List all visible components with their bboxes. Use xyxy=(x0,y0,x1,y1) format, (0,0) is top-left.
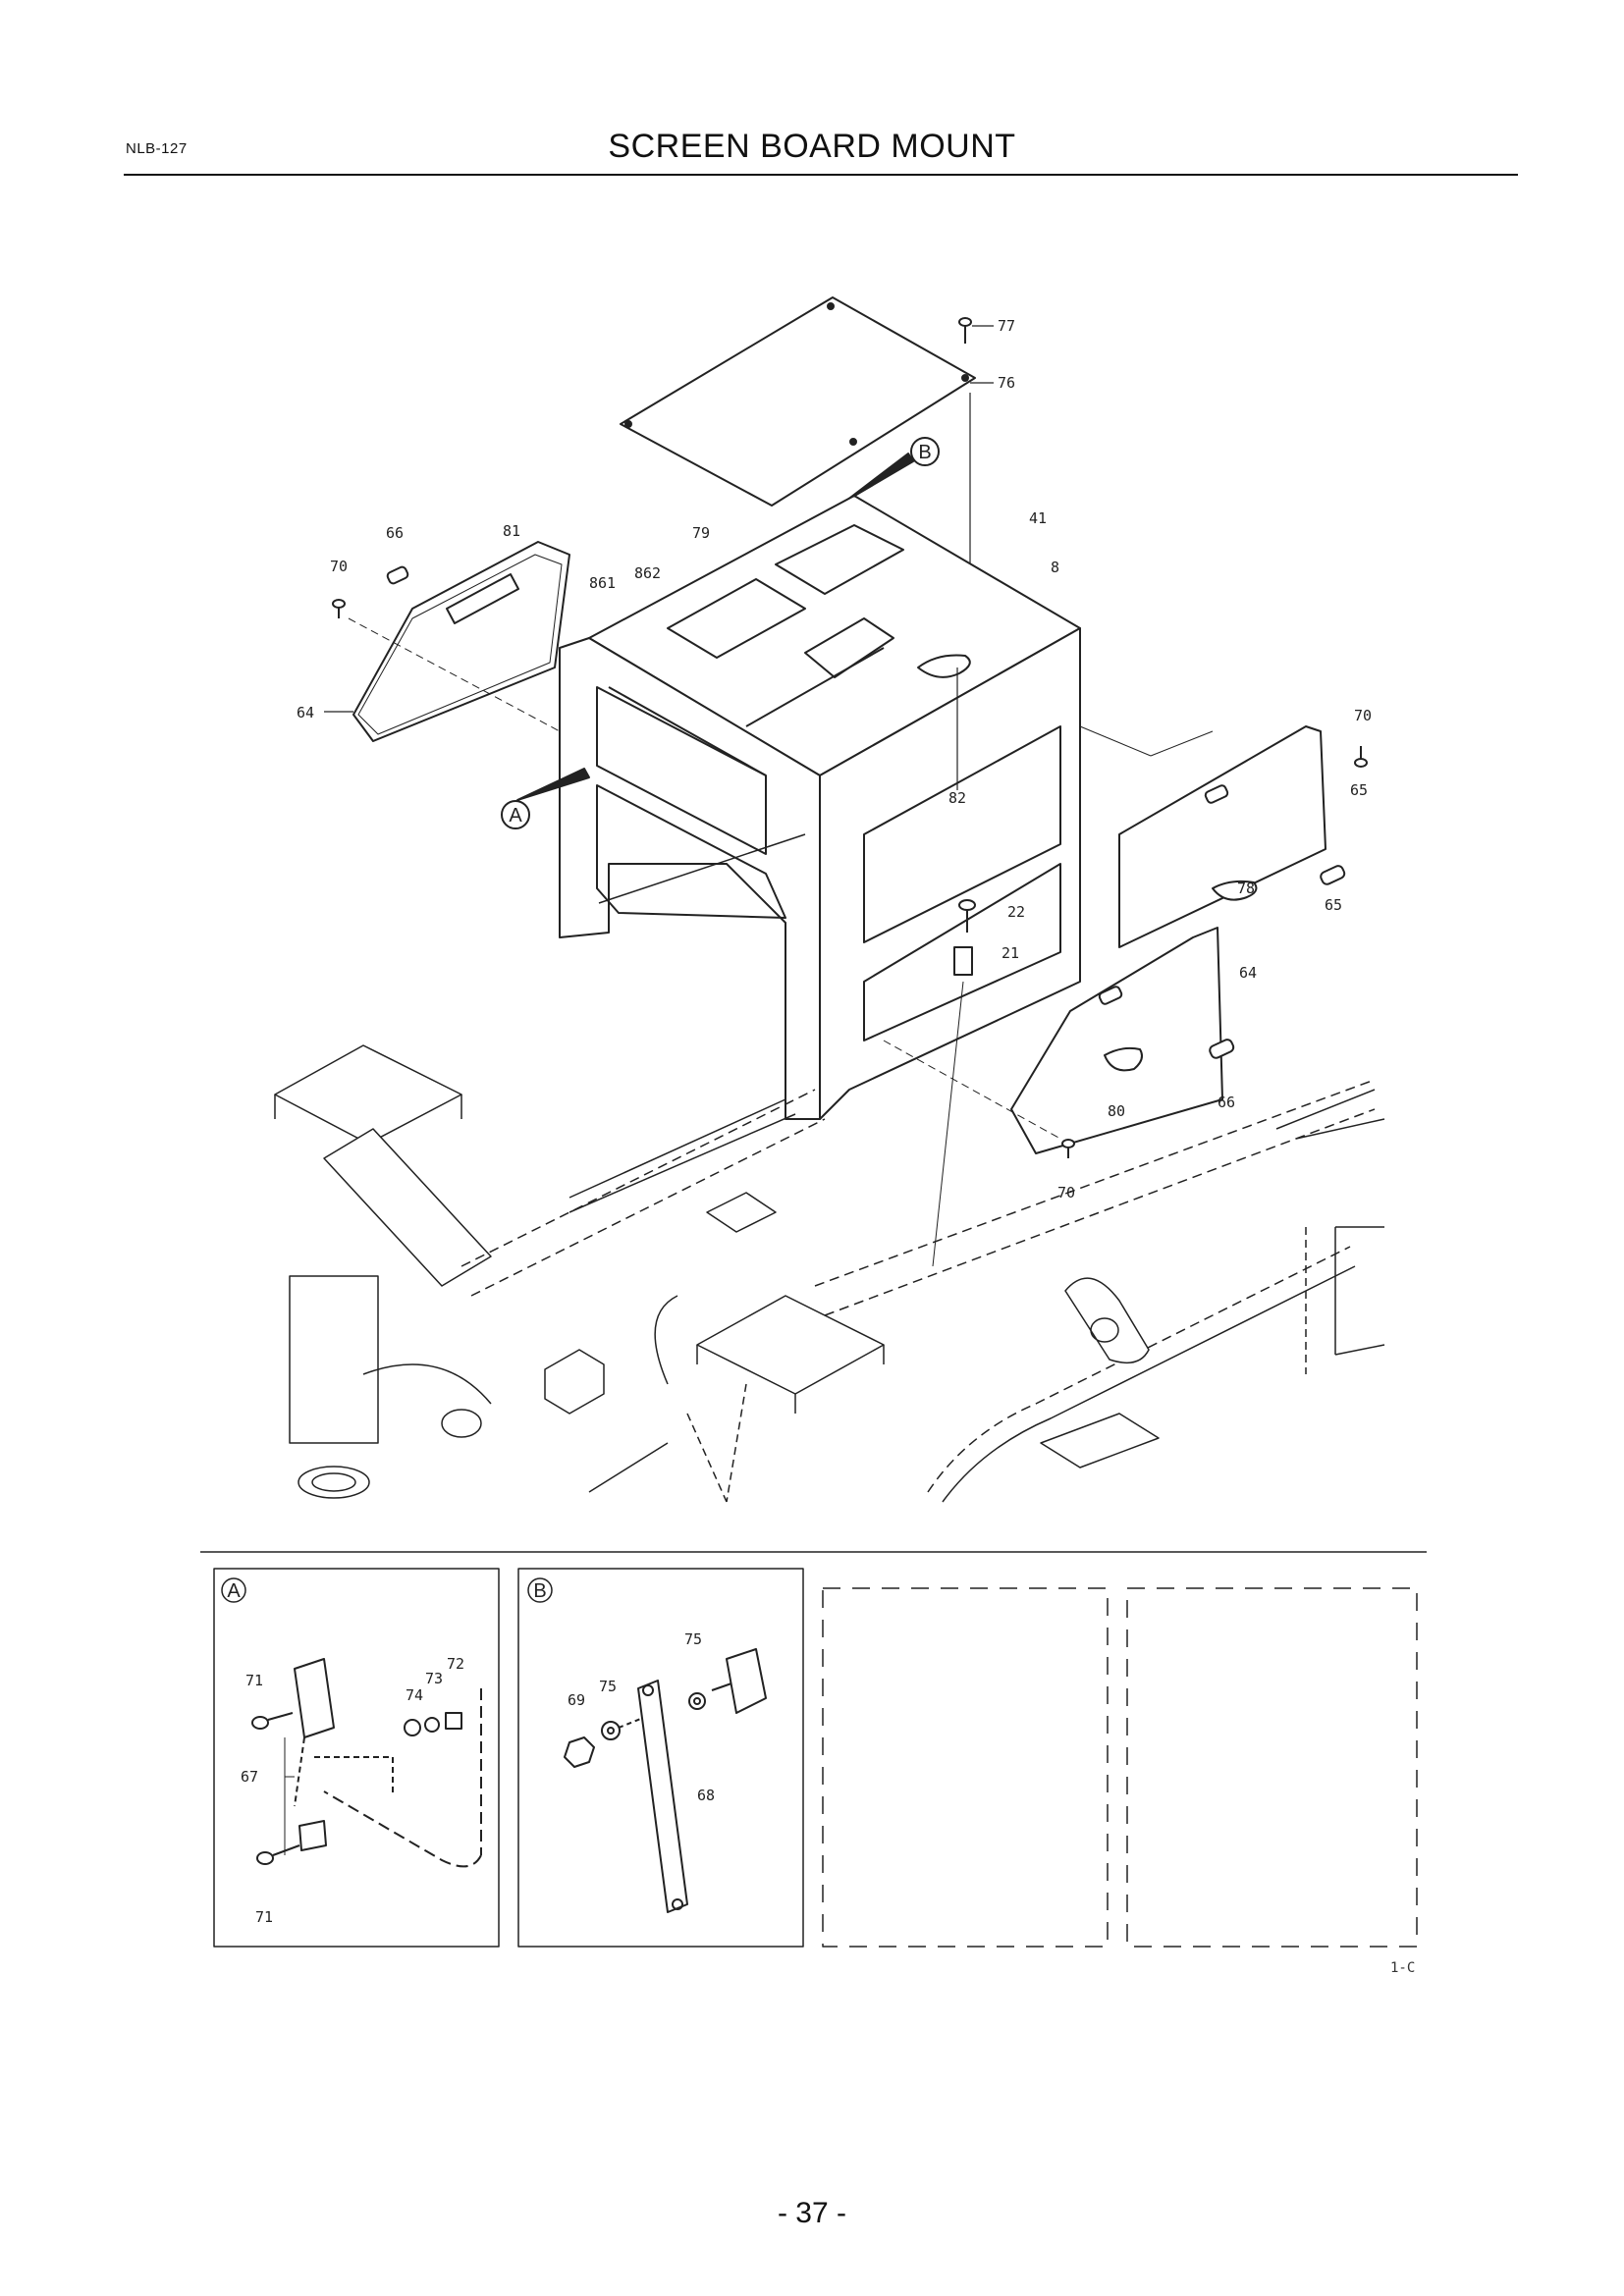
part-label: 77 xyxy=(998,317,1015,335)
part-label: 82 xyxy=(948,789,966,807)
part-label: 75 xyxy=(684,1630,702,1648)
inset-a-frame xyxy=(213,1568,500,1948)
part-label: 68 xyxy=(697,1787,715,1804)
part-label: 22 xyxy=(1007,903,1025,921)
part-label: 67 xyxy=(241,1768,258,1786)
part-label: 861 xyxy=(589,574,616,592)
callout-a-letter: A xyxy=(509,805,522,827)
part-label: 71 xyxy=(245,1672,263,1689)
part-label: 81 xyxy=(503,522,520,540)
top-plate xyxy=(620,296,976,507)
right-panel-lower xyxy=(883,927,1235,1158)
part-label: 65 xyxy=(1325,896,1342,914)
part-label: 72 xyxy=(447,1655,464,1673)
part-label: 74 xyxy=(406,1686,423,1704)
inset-c-empty xyxy=(822,1587,1109,1948)
bolt-22-spacer-21 xyxy=(932,899,976,1267)
callout-b-arrow xyxy=(845,437,940,502)
callout-a-arrow xyxy=(501,768,590,829)
part-label: 8 xyxy=(1051,559,1059,576)
figure-code: 1-C xyxy=(1390,1960,1415,1976)
part-label: 64 xyxy=(1239,964,1257,982)
part-label: 79 xyxy=(692,524,710,542)
part-label: 75 xyxy=(599,1678,617,1695)
header-rule xyxy=(124,174,1518,176)
inset-a-letter: A xyxy=(227,1580,241,1602)
part-label: 65 xyxy=(1350,781,1368,799)
main-frame xyxy=(559,495,1081,1120)
document-code: NLB-127 xyxy=(126,140,188,157)
callout-b-letter: B xyxy=(918,442,931,463)
part-label: 21 xyxy=(1001,944,1019,962)
inset-b-letter: B xyxy=(533,1580,546,1602)
part-label: 69 xyxy=(568,1691,585,1709)
part-label: 70 xyxy=(1057,1184,1075,1201)
part-label: 76 xyxy=(998,374,1015,392)
part-label: 66 xyxy=(386,524,404,542)
part-label: 70 xyxy=(330,558,348,575)
part-label: 862 xyxy=(634,564,661,582)
part-label: 41 xyxy=(1029,509,1047,527)
part-label: 71 xyxy=(255,1908,273,1926)
chassis xyxy=(274,1044,1385,1503)
pad-82 xyxy=(917,654,971,790)
part-label: 78 xyxy=(1237,880,1255,897)
right-panel-upper xyxy=(1079,725,1368,948)
inset-d-empty xyxy=(1126,1587,1418,1948)
page-title: SCREEN BOARD MOUNT xyxy=(608,128,1016,165)
part-label: 73 xyxy=(425,1670,443,1687)
part-label: 64 xyxy=(297,704,314,721)
part-label: 80 xyxy=(1108,1102,1125,1120)
part-label: 66 xyxy=(1218,1094,1235,1111)
inset-b-frame xyxy=(517,1568,804,1948)
page-number: - 37 - xyxy=(777,2197,847,2229)
bolt-77-icon xyxy=(958,317,994,384)
part-label: 70 xyxy=(1354,707,1372,724)
left-side-panel xyxy=(324,541,570,742)
